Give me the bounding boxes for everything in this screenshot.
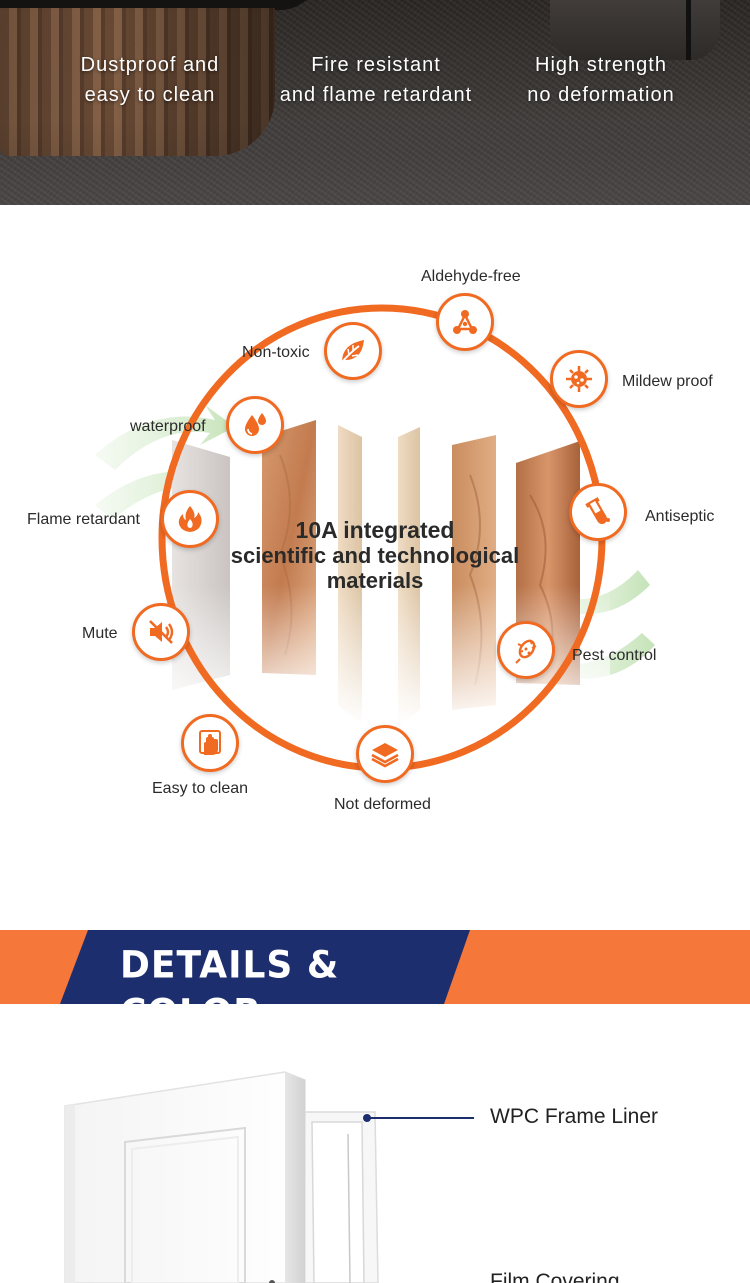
mute-badge <box>132 603 190 661</box>
hero-feature-line: Dustproof and <box>80 54 220 76</box>
details-section: WPC Frame Liner Film Covering <box>0 1004 750 1283</box>
not-deformed-label: Not deformed <box>334 796 431 813</box>
hand-wipe-icon <box>199 730 221 755</box>
pedestal-shade <box>0 8 275 156</box>
door-illustration <box>64 1071 474 1283</box>
hero-feature-dustproof: Dustproof and easy to clean <box>35 50 265 110</box>
molecule-icon <box>453 310 477 334</box>
hero-feature-line: easy to clean <box>84 84 216 106</box>
aldehyde-free-badge <box>436 293 494 351</box>
film-covering-callout: Film Covering <box>490 1270 620 1283</box>
mildew-proof-label: Mildew proof <box>622 373 713 390</box>
hero-feature-line: Fire resistant <box>311 54 441 76</box>
hero-feature-fire-resistant: Fire resistant and flame retardant <box>261 50 491 110</box>
table-pedestal-image <box>0 8 275 156</box>
chair-leg-image <box>686 0 691 60</box>
wpc-frame-liner-callout: WPC Frame Liner <box>490 1105 659 1128</box>
floor-fade <box>0 120 750 205</box>
table-top-image <box>0 0 320 10</box>
easy-to-clean-label: Easy to clean <box>152 780 249 797</box>
hero-feature-high-strength: High strength no deformation <box>486 50 716 110</box>
flame-icon <box>178 506 202 532</box>
water-drop-icon <box>245 413 266 436</box>
non-toxic-label: Non-toxic <box>242 344 310 361</box>
test-tube-icon <box>585 497 610 524</box>
properties-section: 10A integrated scientific and technologi… <box>0 205 750 930</box>
details-color-banner: DETAILS & COLOR <box>0 930 750 1004</box>
virus-icon <box>566 366 592 392</box>
flame-retardant-label: Flame retardant <box>27 511 140 528</box>
leaf-icon <box>341 340 364 363</box>
flame-retardant-badge <box>161 490 219 548</box>
pest-control-label: Pest control <box>572 647 657 664</box>
aldehyde-free-label: Aldehyde-free <box>421 268 521 285</box>
hero-section: Dustproof and easy to clean Fire resista… <box>0 0 750 205</box>
center-title-line: scientific and technological <box>230 543 520 568</box>
antiseptic-badge <box>569 483 627 541</box>
mute-label: Mute <box>82 625 118 642</box>
waterproof-label: waterproof <box>130 418 206 435</box>
easy-to-clean-badge <box>181 714 239 772</box>
layers-icon <box>371 743 399 768</box>
center-title-line: materials <box>326 568 424 593</box>
banner-title: DETAILS & COLOR <box>120 943 340 1004</box>
mute-speaker-icon <box>149 620 174 644</box>
center-title-line: 10A integrated <box>295 517 455 543</box>
mildew-proof-badge <box>550 350 608 408</box>
banner-navy-block <box>60 930 470 1004</box>
not-deformed-badge <box>356 725 414 783</box>
hero-feature-line: and flame retardant <box>279 84 473 106</box>
center-title: 10A integrated scientific and technologi… <box>175 517 575 594</box>
hero-feature-line: High strength <box>535 54 667 76</box>
bug-icon <box>515 639 537 664</box>
chair-image <box>550 0 720 60</box>
pest-control-badge <box>497 621 555 679</box>
hero-feature-line: no deformation <box>527 84 675 106</box>
waterproof-badge <box>226 396 284 454</box>
antiseptic-label: Antiseptic <box>645 508 715 525</box>
non-toxic-badge <box>324 322 382 380</box>
